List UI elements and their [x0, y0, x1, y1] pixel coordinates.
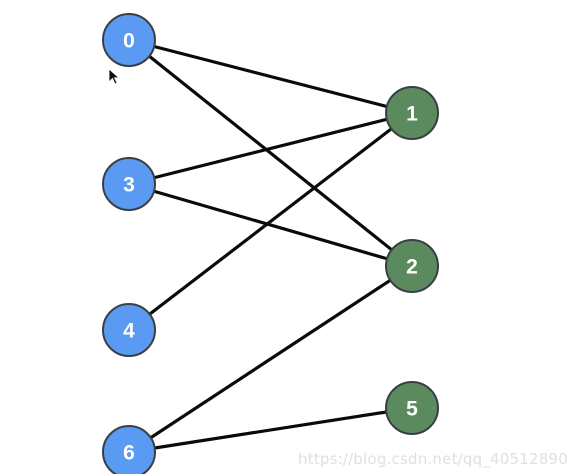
node-label: 3	[123, 174, 135, 197]
node-6: 6	[102, 425, 156, 474]
edge-0-2	[127, 38, 414, 268]
nodes-layer: 0 3 4 6 1 2 5	[102, 13, 439, 474]
left-node-circle	[102, 303, 156, 357]
node-1: 1	[385, 86, 439, 140]
watermark-text: https://blog.csdn.net/qq_40512890	[298, 450, 568, 468]
edge-3-1	[127, 111, 414, 186]
edge-4-1	[127, 111, 414, 332]
node-3: 3	[102, 157, 156, 211]
left-node-circle	[102, 425, 156, 474]
node-5: 5	[385, 381, 439, 435]
pointer-arrow-icon	[108, 68, 121, 85]
edge-6-2	[127, 264, 414, 454]
node-label: 2	[406, 256, 418, 279]
node-4: 4	[102, 303, 156, 357]
node-label: 5	[406, 398, 418, 421]
node-0: 0	[102, 13, 156, 67]
left-node-circle	[102, 157, 156, 211]
left-node-circle	[102, 13, 156, 67]
right-node-circle	[385, 381, 439, 435]
edges-layer	[127, 38, 414, 454]
edge-3-2	[127, 182, 414, 268]
node-label: 1	[406, 103, 418, 126]
node-label: 0	[123, 30, 135, 53]
edge-0-1	[127, 38, 414, 115]
node-label: 4	[123, 320, 135, 343]
node-2: 2	[385, 239, 439, 293]
right-node-circle	[385, 86, 439, 140]
edge-6-5	[127, 406, 414, 454]
right-node-circle	[385, 239, 439, 293]
node-label: 6	[123, 442, 135, 465]
